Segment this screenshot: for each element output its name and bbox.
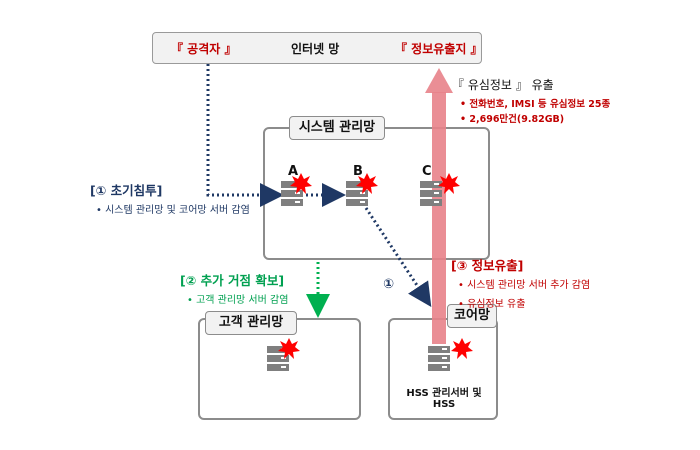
infection-burst-icon — [438, 173, 460, 194]
infection-burst-icon — [356, 173, 378, 194]
step1-heading: [① 초기침투] — [90, 183, 163, 198]
step3-bullet-1: • 시스템 관리망 서버 추가 감염 — [458, 280, 591, 291]
step3-bullet-2: • 유심정보 유출 — [458, 299, 526, 310]
exfil-arrow — [425, 68, 453, 344]
step2-heading: [② 추가 거점 확보] — [180, 273, 285, 288]
infection-burst-icon — [290, 173, 312, 194]
system-network-title: 시스템 관리망 — [289, 116, 385, 140]
exfil-site-label: 『 정보유출지 』 — [395, 42, 483, 56]
internet-label: 인터넷 망 — [291, 42, 340, 56]
leak-bullet-2: • 2,696만건(9.82GB) — [460, 114, 565, 125]
leak-bullet-1: • 전화번호, IMSI 등 유심정보 25종 — [460, 99, 611, 110]
node-a-label: A — [288, 164, 299, 179]
core-network-title: 코어망 — [447, 304, 497, 328]
step2-bullet: • 고객 관리망 서버 감염 — [187, 295, 289, 306]
internet-bar: 『 공격자 』 인터넷 망 『 정보유출지 』 — [152, 32, 483, 64]
step1-marker: ① — [383, 277, 395, 292]
infection-burst-icon — [451, 338, 473, 359]
core-caption: HSS 관리서버 및 HSS — [406, 388, 482, 410]
attack-path-initial — [206, 64, 284, 207]
customer-network-title: 고객 관리망 — [205, 311, 297, 335]
leak-heading: 『 유심정보 』 유출 — [452, 78, 554, 92]
attacker-label: 『 공격자 』 — [171, 42, 237, 56]
attack-path-b-to-core — [364, 207, 432, 308]
node-c-label: C — [422, 164, 432, 179]
step3-heading: [③ 정보유출] — [451, 258, 524, 273]
step1-bullet: • 시스템 관리망 및 코어망 서버 감염 — [96, 205, 250, 216]
server-icon — [428, 346, 450, 371]
server-icon — [420, 181, 442, 206]
node-b-label: B — [353, 164, 363, 179]
infection-burst-icon — [278, 338, 300, 359]
